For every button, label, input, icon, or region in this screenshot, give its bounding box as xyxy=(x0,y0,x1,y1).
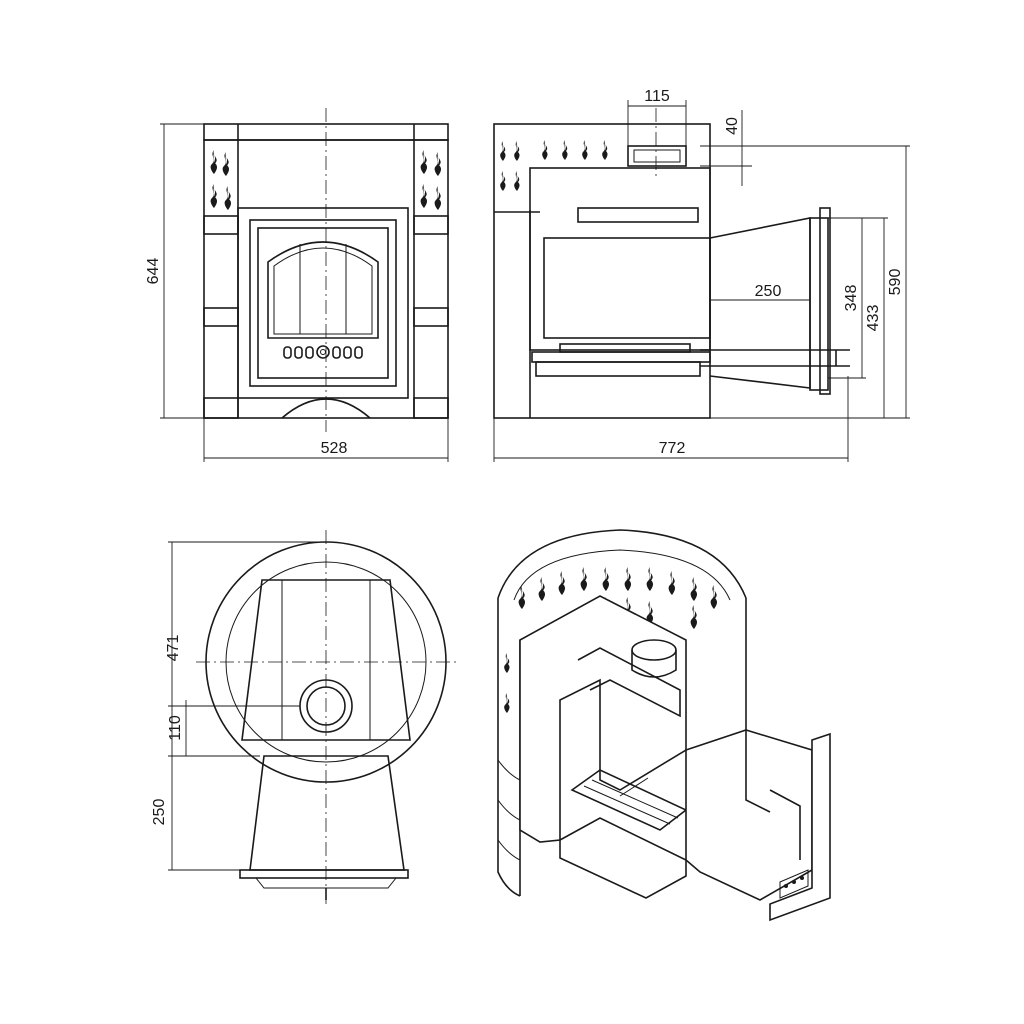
ash-pan xyxy=(535,361,701,377)
side-flame-decoration xyxy=(500,140,608,191)
flame-decoration-right xyxy=(420,150,442,210)
offset-label: 110 xyxy=(167,715,184,741)
door-frame xyxy=(237,207,409,399)
chimney-pipe xyxy=(627,145,687,167)
door-glass xyxy=(267,241,379,339)
fire-door xyxy=(257,227,389,379)
body-depth-label: 471 xyxy=(165,635,182,662)
iso-tunnel xyxy=(685,729,813,901)
firebox xyxy=(529,167,711,351)
opening-height-label: 348 xyxy=(843,285,860,312)
overall-height-label: 590 xyxy=(887,269,904,296)
isometric-cutaway-view xyxy=(497,529,831,922)
top-tunnel xyxy=(249,755,405,871)
side-dimensions xyxy=(493,100,910,462)
flame-decoration-left xyxy=(210,150,232,210)
iso-firebox-cut xyxy=(519,595,687,843)
front-view: 644 528 xyxy=(145,108,449,462)
iso-ash-box xyxy=(559,817,687,899)
tunnel-label: 250 xyxy=(755,283,782,300)
fuel-tunnel xyxy=(709,217,811,389)
front-width-label: 528 xyxy=(321,440,348,457)
iso-top-rim xyxy=(497,529,747,599)
side-length-label: 772 xyxy=(659,440,686,457)
iso-flange xyxy=(769,732,831,922)
pipe-height-label: 40 xyxy=(724,117,741,135)
air-vents xyxy=(283,345,363,359)
flange-height-label: 433 xyxy=(865,305,882,332)
pipe-diameter-label: 115 xyxy=(644,88,670,105)
top-view: 471 110 250 xyxy=(151,530,456,906)
tunnel-length-label: 250 xyxy=(151,799,168,826)
front-dimensions xyxy=(160,123,449,462)
top-dimensions xyxy=(168,541,326,871)
iso-cylinder-wall xyxy=(497,598,521,897)
front-height-label: 644 xyxy=(145,258,162,285)
tunnel-flange xyxy=(809,217,829,391)
top-firebox xyxy=(241,579,411,741)
side-view: 772 115 40 250 348 433 590 xyxy=(493,88,910,462)
